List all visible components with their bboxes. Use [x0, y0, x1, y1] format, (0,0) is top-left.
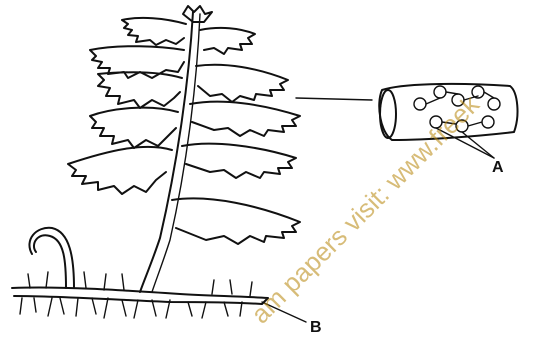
label-b: B	[310, 319, 322, 336]
pointer-line-to-inset	[296, 98, 372, 100]
pinna-left-4	[90, 108, 178, 148]
rhizome	[12, 228, 268, 318]
sorus	[488, 98, 500, 110]
pinna-right-4	[182, 144, 296, 178]
label-a: A	[492, 159, 504, 176]
sorus	[434, 86, 446, 98]
pinna-right-2	[196, 65, 288, 102]
pinna-left-5	[68, 147, 172, 194]
pinna-right-1	[200, 28, 255, 54]
watermark-text: am papers visit: www.freek	[245, 89, 486, 330]
pinna-right-5	[172, 198, 300, 244]
pinna-left-1	[122, 18, 186, 45]
sorus	[482, 116, 494, 128]
pinna-right-3	[190, 102, 300, 136]
pinna-left-3	[98, 72, 182, 108]
young-frond-coil	[29, 228, 74, 288]
fern-frond	[68, 6, 300, 292]
frond-tip	[183, 6, 212, 22]
sorus	[414, 98, 426, 110]
inset-cut-end	[380, 90, 396, 138]
